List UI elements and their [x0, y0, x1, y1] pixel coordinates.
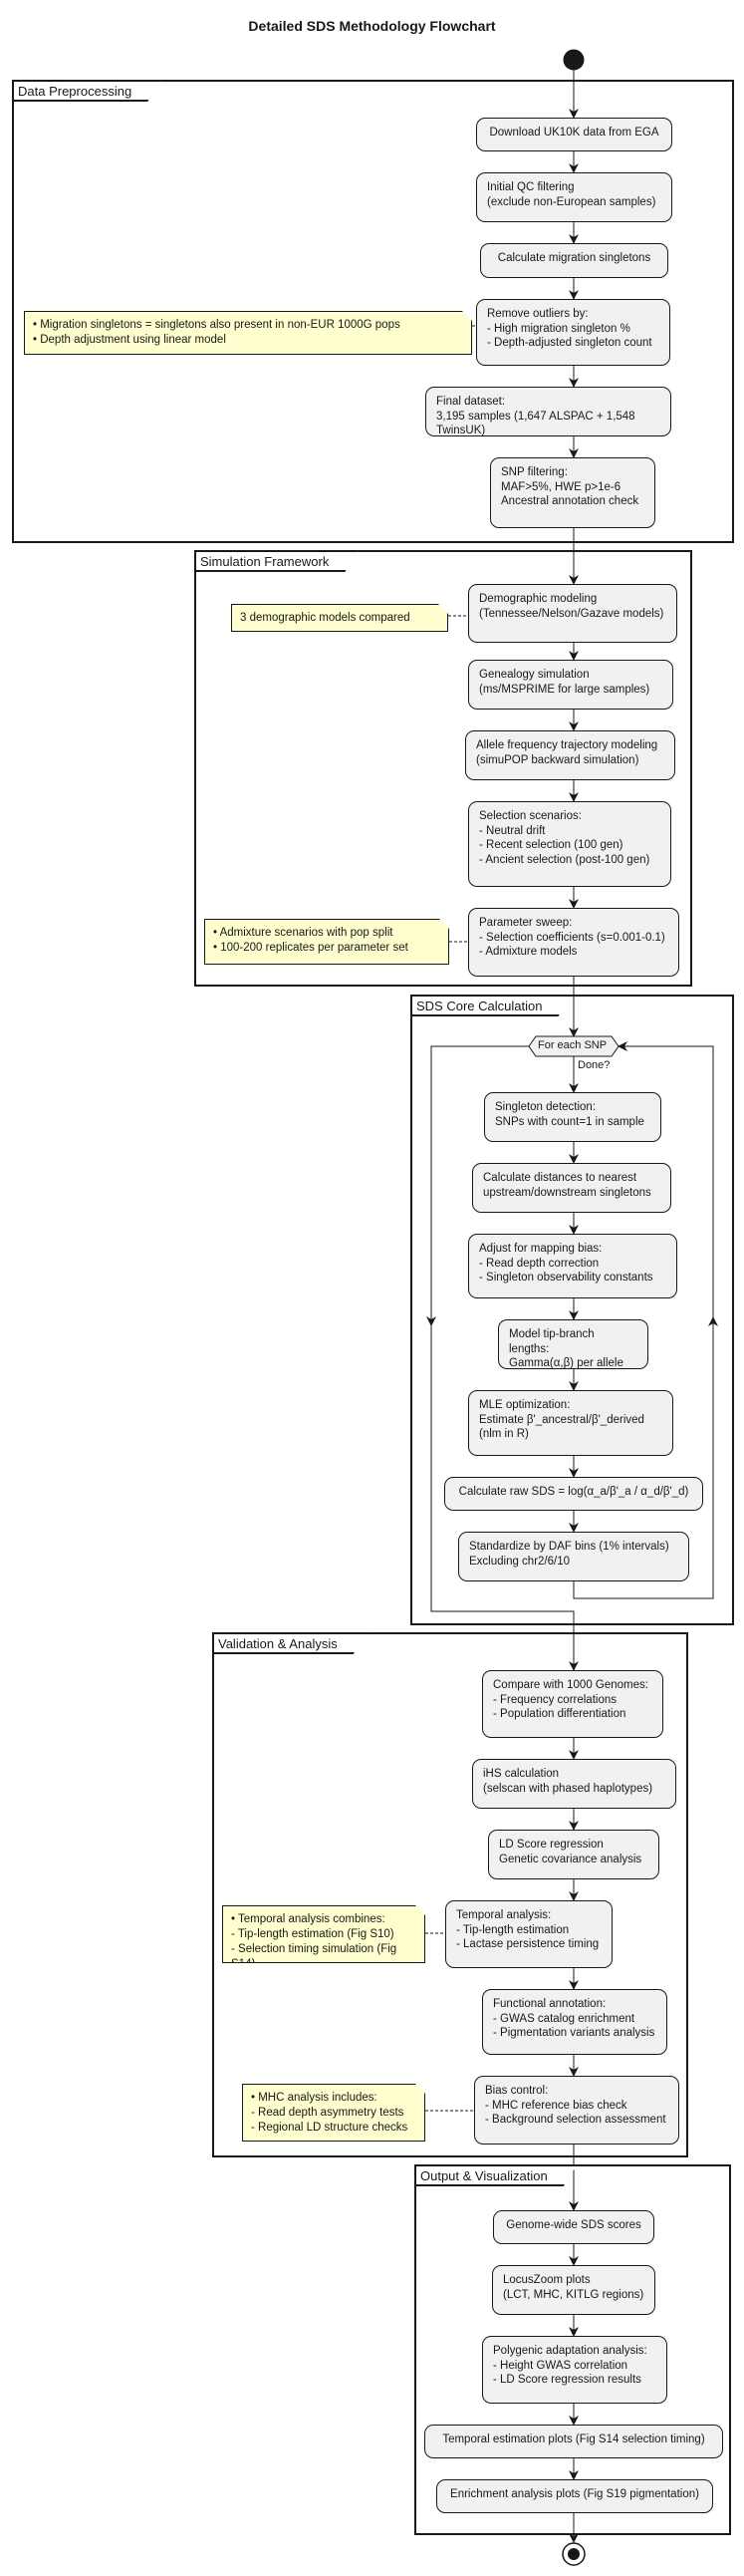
node-enrichment-plots: Enrichment analysis plots (Fig S19 pigme…	[436, 2479, 713, 2513]
note-temporal: • Temporal analysis combines: - Tip-leng…	[222, 1905, 425, 1963]
node-temporal: Temporal analysis: - Tip-length estimati…	[445, 1900, 613, 1968]
node-qc: Initial QC filtering (exclude non-Europe…	[476, 172, 672, 222]
note-demographic: 3 demographic models compared	[231, 604, 448, 632]
node-snp-filter: SNP filtering: MAF>5%, HWE p>1e-6 Ancest…	[490, 457, 655, 528]
partition-label: Validation & Analysis	[212, 1632, 368, 1654]
node-ihs: iHS calculation (selscan with phased hap…	[472, 1759, 676, 1809]
node-outliers: Remove outliers by: - High migration sin…	[476, 299, 670, 366]
node-singleton-detect: Singleton detection: SNPs with count=1 i…	[484, 1092, 661, 1142]
node-temporal-plots: Temporal estimation plots (Fig S14 selec…	[424, 2425, 723, 2458]
node-genome-wide: Genome-wide SDS scores	[493, 2210, 654, 2244]
loop-condition: For each SNP	[538, 1039, 608, 1051]
node-param-sweep: Parameter sweep: - Selection coefficient…	[468, 908, 679, 977]
node-genealogy: Genealogy simulation (ms/MSPRIME for lar…	[468, 660, 673, 710]
node-demographic: Demographic modeling (Tennessee/Nelson/G…	[468, 584, 677, 643]
note-mhc: • MHC analysis includes: - Read depth as…	[242, 2084, 425, 2142]
node-bias-control: Bias control: - MHC reference bias check…	[474, 2076, 679, 2145]
partition-data-preprocessing: Data Preprocessing	[12, 80, 734, 543]
partition-validation-analysis: Validation & Analysis	[212, 1632, 688, 2157]
partition-label: Output & Visualization	[414, 2164, 578, 2186]
start-node	[563, 49, 585, 71]
node-mapping-bias: Adjust for mapping bias: - Read depth co…	[468, 1234, 677, 1298]
node-locuszoom: LocusZoom plots (LCT, MHC, KITLG regions…	[492, 2265, 655, 2315]
loop-exit-label: Done?	[578, 1059, 611, 1071]
partition-label: Data Preprocessing	[12, 80, 161, 102]
node-compare-1000g: Compare with 1000 Genomes: - Frequency c…	[482, 1670, 663, 1738]
node-functional: Functional annotation: - GWAS catalog en…	[482, 1989, 667, 2055]
node-final-dataset: Final dataset: 3,195 samples (1,647 ALSP…	[425, 387, 671, 436]
node-distances: Calculate distances to nearest upstream/…	[472, 1163, 671, 1213]
node-migration: Calculate migration singletons	[480, 243, 668, 278]
note-admixture: • Admixture scenarios with pop split • 1…	[204, 919, 449, 965]
node-selection: Selection scenarios: - Neutral drift - R…	[468, 801, 671, 887]
partition-label: SDS Core Calculation	[410, 995, 572, 1016]
node-ld-score: LD Score regression Genetic covariance a…	[488, 1830, 659, 1879]
node-tip-branch: Model tip-branch lengths: Gamma(α,β) per…	[498, 1319, 648, 1369]
partition-label: Simulation Framework	[194, 550, 359, 572]
partition-simulation-framework: Simulation Framework	[194, 550, 692, 987]
node-standardize: Standardize by DAF bins (1% intervals) E…	[458, 1532, 689, 1581]
node-download: Download UK10K data from EGA	[476, 118, 672, 151]
node-raw-sds: Calculate raw SDS = log(α_a/β'_a / α_d/β…	[444, 1477, 703, 1511]
node-mle: MLE optimization: Estimate β'_ancestral/…	[468, 1390, 673, 1456]
page-title: Detailed SDS Methodology Flowchart	[248, 18, 496, 34]
partition-sds-core-calculation: SDS Core Calculation	[410, 995, 734, 1625]
note-migration: • Migration singletons = singletons also…	[24, 311, 472, 355]
partition-output-visualization: Output & Visualization	[414, 2164, 731, 2535]
node-polygenic: Polygenic adaptation analysis: - Height …	[482, 2336, 667, 2404]
node-allele-freq: Allele frequency trajectory modeling (si…	[465, 730, 675, 780]
